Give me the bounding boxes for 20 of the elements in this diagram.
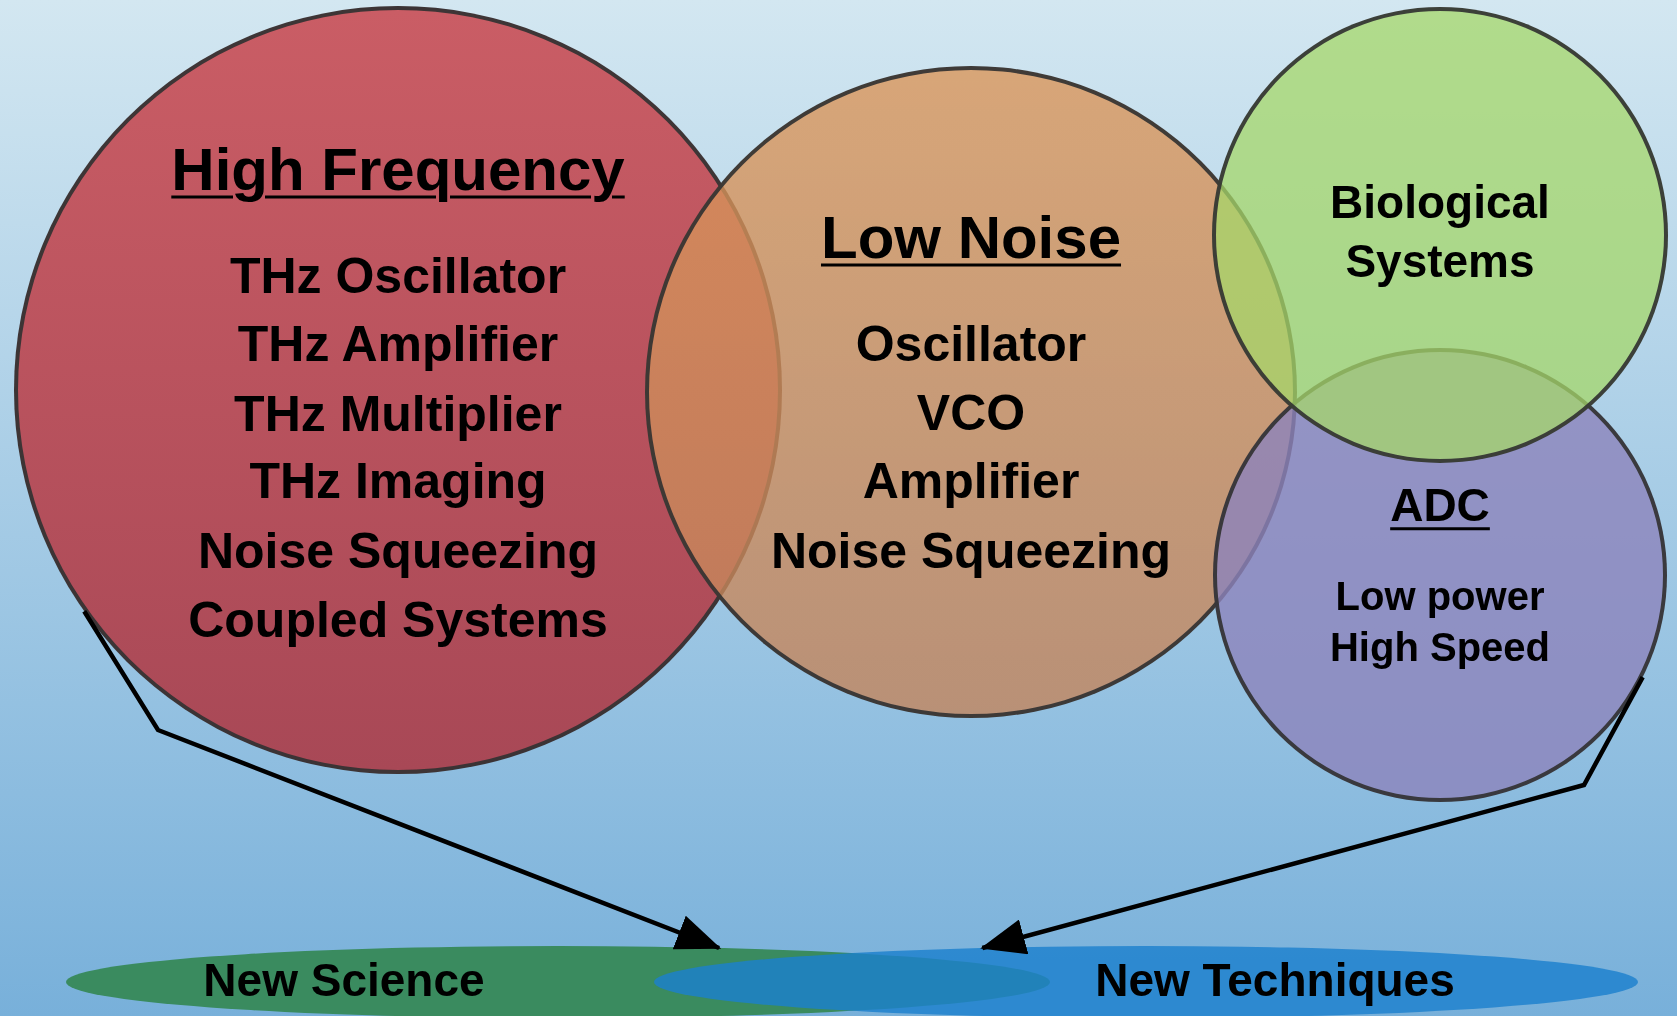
list-item: Noise Squeezing (197, 521, 599, 581)
list-item: High Speed (1330, 624, 1550, 671)
circle-heading: High Frequency (171, 134, 625, 205)
circle-heading: ADC (1390, 478, 1490, 534)
list-item: THz Oscillator (229, 246, 567, 306)
list-item: Low power (1335, 573, 1545, 620)
list-item: Amplifier (862, 451, 1080, 511)
ellipse-label: New Science (203, 953, 485, 1009)
circle-label: Biological Systems (1329, 175, 1551, 289)
list-item: Noise Squeezing (770, 521, 1172, 581)
ellipse-label: New Techniques (1095, 953, 1455, 1009)
list-item: Oscillator (855, 314, 1087, 374)
list-item: THz Multiplier (234, 384, 562, 444)
list-item: THz Imaging (249, 451, 547, 511)
list-item: VCO (916, 383, 1026, 443)
arrow (82, 610, 722, 951)
circle-heading: Low Noise (821, 202, 1121, 273)
arrow (980, 676, 1645, 955)
list-item: THz Amplifier (237, 314, 559, 374)
list-item: Coupled Systems (188, 590, 608, 650)
